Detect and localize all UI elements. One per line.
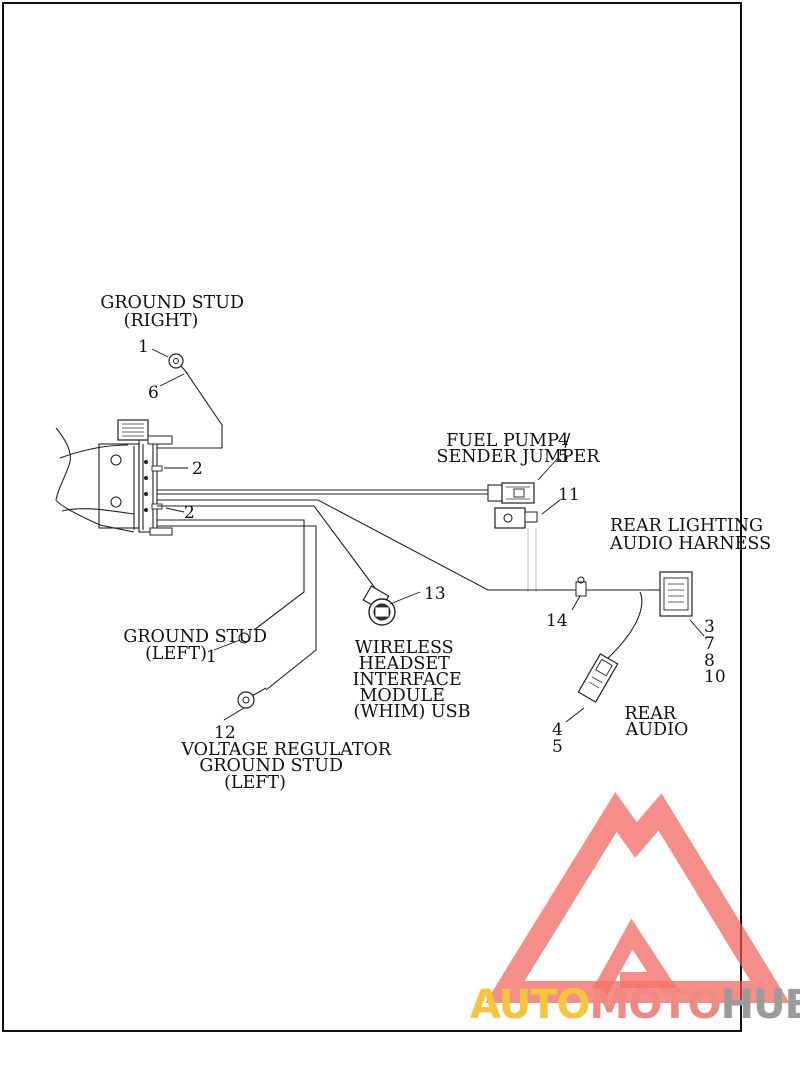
label-rear-lighting: REAR LIGHTING AUDIO HARNESS bbox=[609, 516, 771, 554]
callout-11: 11 bbox=[558, 485, 580, 505]
main-harness bbox=[117, 419, 173, 536]
wire-ground-stud-right bbox=[157, 353, 223, 449]
callout-numbers: 1 6 2 2 4 5 11 13 14 3 7 8 10 1 12 4 5 bbox=[138, 337, 726, 757]
wire-fuel-pump bbox=[157, 482, 538, 592]
callout-4-fuel: 4 bbox=[558, 430, 569, 450]
callout-2-upper: 2 bbox=[192, 459, 203, 479]
watermark-text: AUTOMOTOHUB bbox=[470, 982, 800, 1028]
label-voltage-regulator: VOLTAGE REGULATOR GROUND STUD (LEFT) bbox=[180, 740, 396, 793]
watermark-logo bbox=[485, 792, 790, 1003]
label-whim: WIRELESS HEADSET INTERFACE MODULE (WHIM)… bbox=[353, 638, 471, 722]
callout-3: 3 bbox=[704, 617, 715, 637]
callout-7: 7 bbox=[704, 634, 715, 654]
callout-2-lower: 2 bbox=[184, 503, 195, 523]
label-fuel-pump: FUEL PUMP / SENDER JUMPER bbox=[436, 431, 600, 467]
callout-14: 14 bbox=[546, 611, 568, 631]
wire-ground-stud-left bbox=[157, 519, 317, 709]
callout-13: 13 bbox=[424, 584, 446, 604]
callout-12: 12 bbox=[214, 723, 236, 743]
component-labels: GROUND STUD (RIGHT) FUEL PUMP / SENDER J… bbox=[100, 293, 771, 793]
wire-rear-lighting bbox=[157, 499, 693, 703]
page-frame bbox=[2, 2, 742, 1032]
leader-lines bbox=[151, 348, 705, 723]
callout-6: 6 bbox=[148, 383, 159, 403]
label-rear-audio: REAR AUDIO bbox=[624, 704, 688, 740]
callout-1-left: 1 bbox=[206, 647, 217, 667]
label-ground-stud-right: GROUND STUD (RIGHT) bbox=[100, 293, 249, 331]
wire-whim bbox=[157, 505, 396, 626]
callout-1-right: 1 bbox=[138, 337, 149, 357]
label-ground-stud-left: GROUND STUD (LEFT) bbox=[123, 627, 272, 664]
callout-8: 8 bbox=[704, 651, 715, 671]
callout-10: 10 bbox=[704, 667, 726, 687]
callout-5-audio: 5 bbox=[552, 737, 563, 757]
frame-outline bbox=[55, 427, 140, 533]
callout-5-fuel: 5 bbox=[558, 447, 569, 467]
callout-4-audio: 4 bbox=[552, 720, 563, 740]
